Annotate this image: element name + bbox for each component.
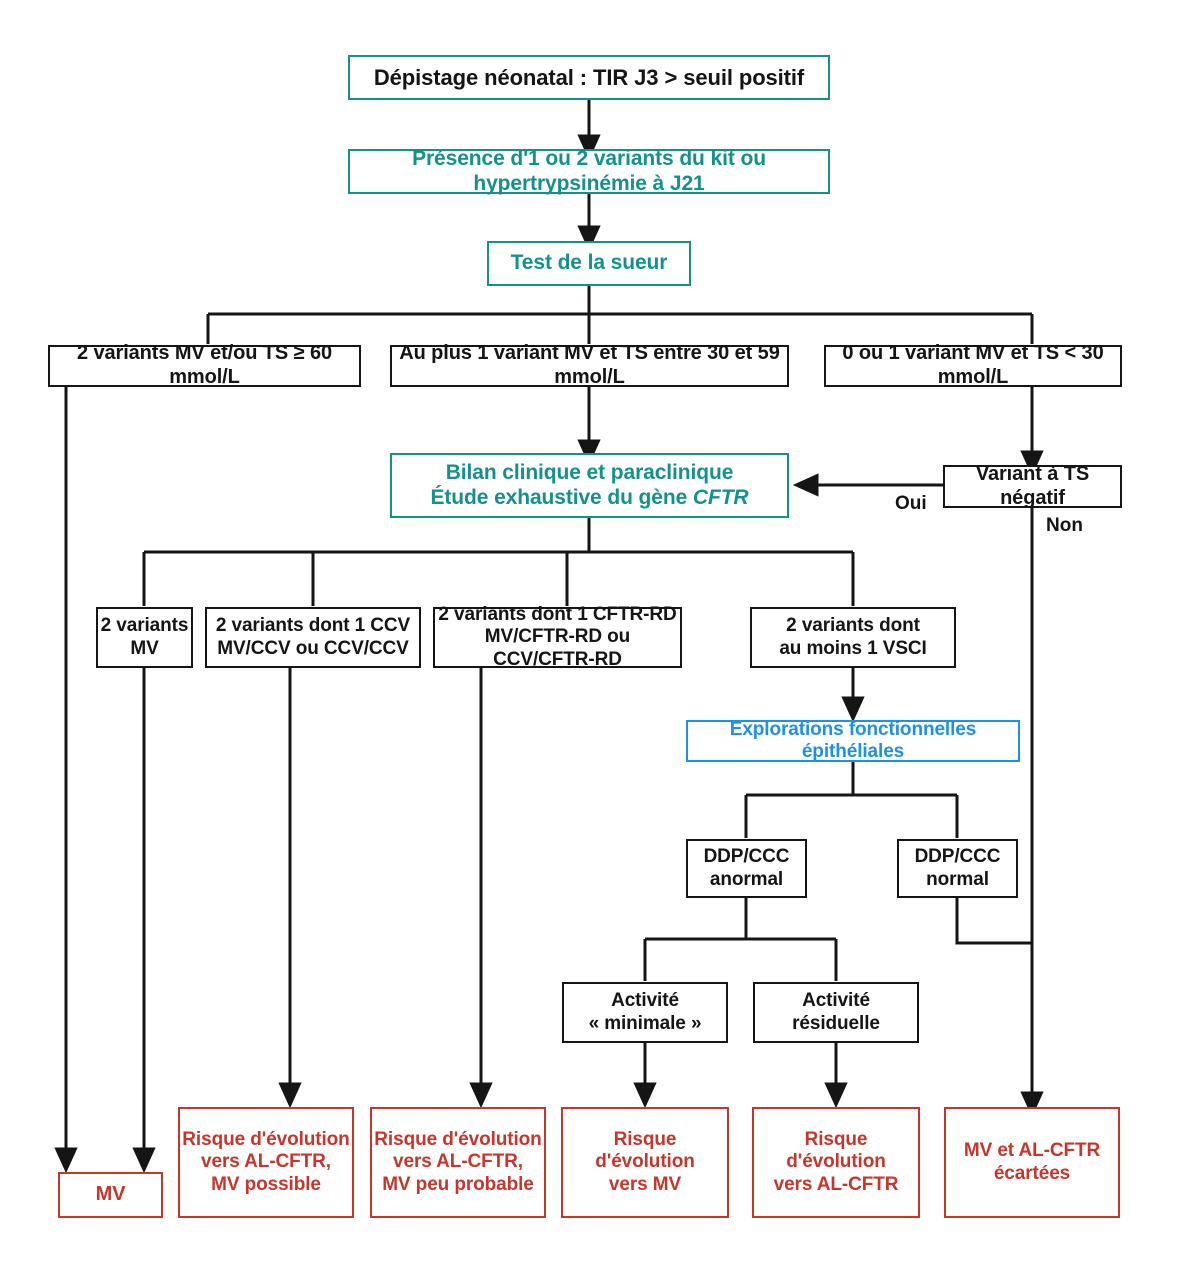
node-activite-residuelle-line1: Activité: [802, 990, 870, 1012]
outcome-vers-mv-line1: Risque d'évolution: [595, 1128, 695, 1173]
outcome-ecartees-line1: MV et AL-CFTR: [963, 1140, 1101, 1162]
node-screening-label: Dépistage néonatal : TIR J3 > seuil posi…: [373, 64, 805, 90]
node-ccv-line2: MV/CCV ou CCV/CCV: [217, 637, 409, 659]
node-sweat-test-label: Test de la sueur: [510, 251, 668, 275]
outcome-mv-alcftr-ecartees[interactable]: MV et AL-CFTR écartées: [944, 1107, 1120, 1218]
node-ddp-anormal-line2: anormal: [709, 868, 784, 890]
node-activite-minimale[interactable]: Activité « minimale »: [562, 982, 728, 1043]
node-branch-mid-label: Au plus 1 variant MV et TS entre 30 et 5…: [399, 342, 780, 388]
node-activite-residuelle-line2: résiduelle: [792, 1012, 880, 1034]
outcome-risque-vers-alcftr[interactable]: Risque d'évolution vers AL-CFTR: [752, 1107, 920, 1218]
node-variant-ts-negatif[interactable]: Variant à TS négatif: [943, 462, 1122, 509]
outcome-alcftr-possible-line1: Risque d'évolution: [182, 1128, 350, 1150]
node-ccv-line1: 2 variants dont 1 CCV: [215, 615, 411, 637]
node-cftrrd-line2: MV/CFTR-RD ou CCV/CFTR-RD: [484, 626, 631, 670]
node-vsci-line1: 2 variants dont: [786, 615, 920, 637]
node-bilan-clinique[interactable]: Bilan clinique et paraclinique Étude exh…: [390, 453, 789, 518]
node-two-variants-mv-line1: 2 variants: [100, 615, 189, 637]
node-bilan-line1: Bilan clinique et paraclinique: [445, 460, 734, 484]
outcome-alcftr-possible-line2: vers AL-CFTR,: [201, 1151, 331, 1173]
node-branch-ts-under-30[interactable]: 0 ou 1 variant MV et TS < 30 mmol/L: [824, 342, 1122, 388]
node-screening[interactable]: Dépistage néonatal : TIR J3 > seuil posi…: [348, 55, 830, 100]
outcome-risque-vers-mv[interactable]: Risque d'évolution vers MV: [561, 1107, 729, 1218]
node-vsci-line2: au moins 1 VSCI: [779, 637, 927, 659]
edge-label-oui: Oui: [895, 493, 927, 514]
node-ddp-ccc-normal[interactable]: DDP/CCC normal: [897, 839, 1018, 898]
node-activite-minimale-line1: Activité: [611, 990, 679, 1012]
node-branch-left-label: 2 variants MV et/ou TS ≥ 60 mmol/L: [76, 342, 333, 388]
node-explorations-fonctionnelles[interactable]: Explorations fonctionnelles épithéliales: [686, 718, 1020, 762]
outcome-alcftr-possible-line3: MV possible: [211, 1173, 321, 1195]
outcome-vers-mv-line2: vers MV: [608, 1173, 682, 1195]
node-explorations-label: Explorations fonctionnelles épithéliales: [729, 718, 977, 762]
outcome-alcftr-mv-peu-probable[interactable]: Risque d'évolution vers AL-CFTR, MV peu …: [370, 1107, 546, 1218]
node-activite-residuelle[interactable]: Activité résiduelle: [753, 982, 919, 1043]
node-two-variants-mv-line2: MV: [130, 637, 159, 659]
node-cftrrd-line1: 2 variants dont 1 CFTR-RD: [438, 603, 677, 625]
outcome-alcftr-peuprob-line1: Risque d'évolution: [374, 1128, 542, 1150]
node-two-variants-mv[interactable]: 2 variants MV: [96, 607, 193, 668]
outcome-mv[interactable]: MV: [58, 1172, 163, 1218]
node-branch-one-variant-ts-30-59[interactable]: Au plus 1 variant MV et TS entre 30 et 5…: [390, 342, 789, 388]
node-ddp-anormal-line1: DDP/CCC: [703, 846, 790, 868]
node-ddp-ccc-anormal[interactable]: DDP/CCC anormal: [686, 839, 807, 898]
node-ddp-normal-line2: normal: [926, 868, 989, 890]
outcome-alcftr-mv-possible[interactable]: Risque d'évolution vers AL-CFTR, MV poss…: [178, 1107, 354, 1218]
outcome-mv-label: MV: [95, 1183, 126, 1206]
node-variant-ts-negatif-label: Variant à TS négatif: [975, 462, 1090, 509]
node-variants-kit[interactable]: Présence d'1 ou 2 variants du kit ou hyp…: [348, 146, 830, 195]
node-sweat-test[interactable]: Test de la sueur: [487, 241, 691, 286]
node-variants-kit-label: Présence d'1 ou 2 variants du kit ou hyp…: [412, 146, 766, 195]
node-activite-minimale-line2: « minimale »: [588, 1012, 702, 1034]
edge-label-non: Non: [1046, 515, 1083, 536]
outcome-alcftr-peuprob-line2: vers AL-CFTR,: [393, 1151, 523, 1173]
node-two-variants-vsci[interactable]: 2 variants dont au moins 1 VSCI: [750, 607, 956, 668]
node-ddp-normal-line1: DDP/CCC: [914, 846, 1001, 868]
outcome-vers-alcftr-line2: vers AL-CFTR: [773, 1173, 899, 1195]
node-branch-right-label: 0 ou 1 variant MV et TS < 30 mmol/L: [842, 342, 1104, 388]
outcome-ecartees-line2: écartées: [993, 1162, 1071, 1184]
node-two-variants-cftr-rd[interactable]: 2 variants dont 1 CFTR-RD MV/CFTR-RD ou …: [433, 603, 682, 670]
node-branch-two-variants-mv[interactable]: 2 variants MV et/ou TS ≥ 60 mmol/L: [48, 342, 361, 388]
node-bilan-line2: Étude exhaustive du gène CFTR: [430, 485, 749, 509]
node-two-variants-ccv[interactable]: 2 variants dont 1 CCV MV/CCV ou CCV/CCV: [205, 607, 421, 668]
outcome-vers-alcftr-line1: Risque d'évolution: [786, 1128, 886, 1173]
outcome-alcftr-peuprob-line3: MV peu probable: [382, 1173, 534, 1195]
